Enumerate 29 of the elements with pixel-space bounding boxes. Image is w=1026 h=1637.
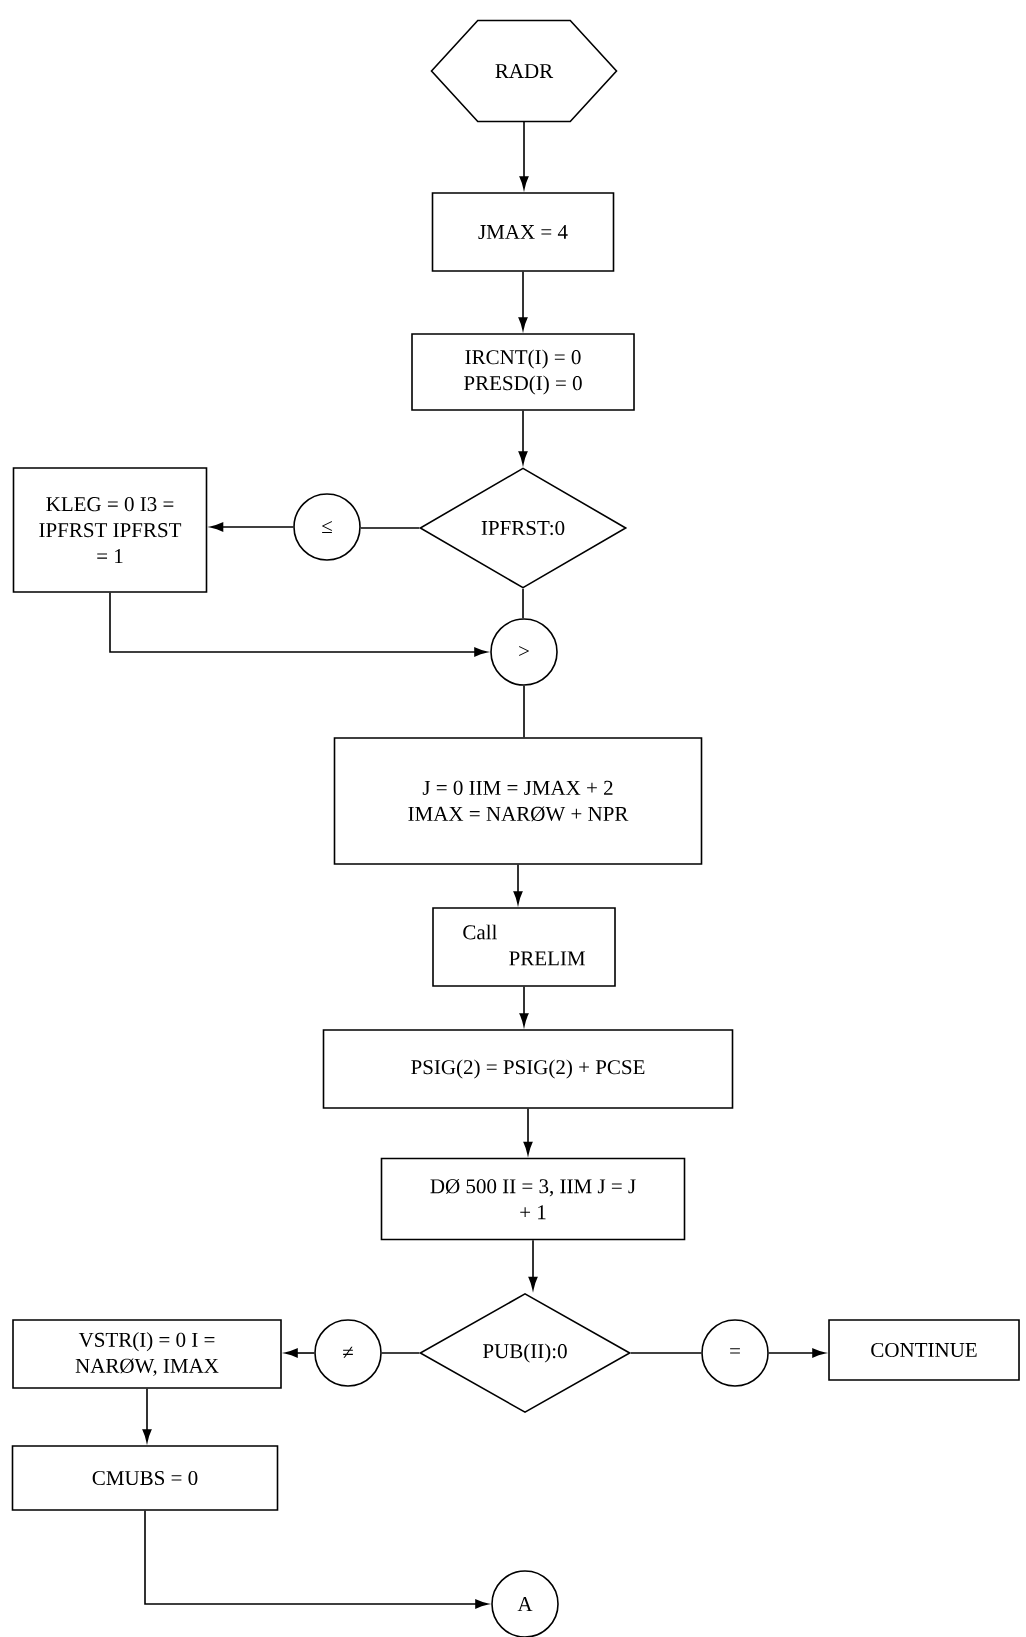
arrow xyxy=(519,120,529,190)
connector-line xyxy=(522,588,524,619)
arrow xyxy=(142,1388,152,1443)
process-box: IRCNT(I) = 0 PRESD(I) = 0 xyxy=(411,333,635,411)
process-box: JMAX = 4 xyxy=(431,192,615,272)
process-box: DØ 500 II = 3, IIM J = J + 1 xyxy=(380,1157,686,1241)
terminal-hexagon: RADR xyxy=(430,19,618,123)
connector-line xyxy=(360,527,420,529)
arrow xyxy=(109,592,488,657)
connector-line xyxy=(523,685,525,738)
connector-line xyxy=(630,1352,702,1354)
process-box: J = 0 IIM = JMAX + 2 IMAX = NARØW + NPR xyxy=(333,737,703,865)
arrow xyxy=(513,864,523,905)
arrow xyxy=(284,1348,315,1358)
process-box: VSTR(I) = 0 I = NARØW, IMAX xyxy=(12,1319,282,1389)
process-box: Call PRELIM xyxy=(432,907,616,987)
process-box: KLEG = 0 I3 = IPFRST IPFRST = 1 xyxy=(12,467,208,593)
arrow xyxy=(210,522,294,532)
process-box: PSIG(2) = PSIG(2) + PCSE xyxy=(322,1029,734,1109)
arrow xyxy=(523,1108,533,1155)
arrow xyxy=(518,410,528,465)
arrow xyxy=(528,1239,538,1290)
connector-line xyxy=(381,1352,420,1354)
arrow xyxy=(768,1348,826,1358)
arrow xyxy=(518,271,528,331)
process-box: CONTINUE xyxy=(828,1319,1020,1381)
arrow xyxy=(144,1510,489,1609)
process-box: CMUBS = 0 xyxy=(11,1445,279,1511)
arrow xyxy=(519,986,529,1027)
